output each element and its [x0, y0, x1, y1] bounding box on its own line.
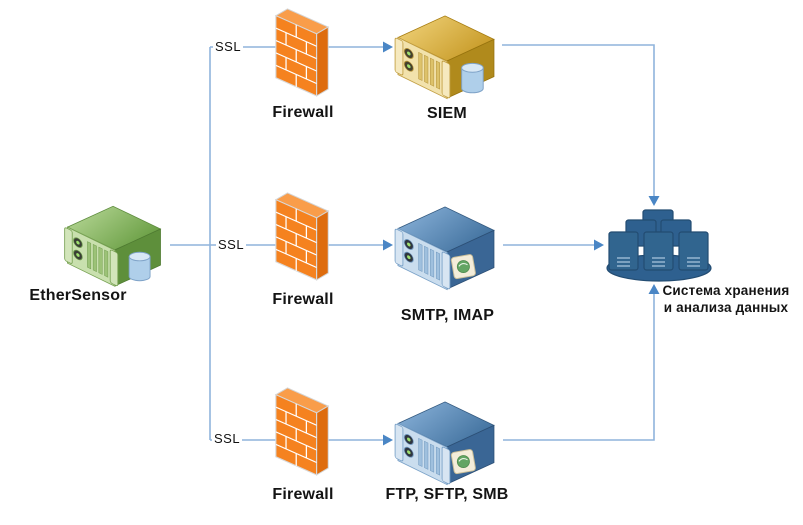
database-cylinder-icon [461, 62, 484, 94]
arrowhead-storage-bottom-icon [648, 284, 660, 294]
ssl-label-mid: SSL [216, 237, 247, 252]
ethersensor-label: EtherSensor [29, 287, 127, 304]
storage-label-line2: и анализа данных [663, 300, 789, 315]
smtp-imap-label: SMTP, IMAP [400, 307, 495, 324]
firewall-mid-label: Firewall [272, 291, 334, 308]
storage-cluster-icon [606, 209, 712, 282]
firewall-top-label: Firewall [272, 104, 334, 121]
arrowhead-into-siem-icon [383, 41, 393, 53]
ssl-label-top: SSL [213, 39, 244, 54]
arrowhead-into-smtp-icon [383, 239, 393, 251]
firewall-top-icon [274, 8, 330, 97]
arrowhead-storage-left-icon [594, 239, 604, 251]
firewall-bottom-icon [274, 387, 330, 476]
edge-siem-to-storage [502, 44, 655, 196]
ethersensor-server-icon [64, 205, 162, 288]
smtp-imap-server-icon [394, 206, 495, 291]
arrowhead-storage-top-icon [648, 196, 660, 206]
database-cylinder-icon [128, 251, 151, 282]
mail-badge-icon [450, 254, 476, 280]
mail-badge-icon [450, 449, 476, 475]
ftp-sftp-smb-server-icon [394, 401, 495, 486]
edge-ftp-to-storage [503, 294, 655, 441]
arrowhead-into-ftp-icon [383, 434, 393, 446]
storage-label: Система хранения и анализа данных [652, 282, 800, 316]
firewall-bottom-label: Firewall [272, 486, 334, 503]
firewall-mid-icon [274, 192, 330, 281]
storage-label-line1: Система хранения [662, 283, 790, 298]
ssl-label-bottom: SSL [212, 431, 243, 446]
siem-label: SIEM [427, 105, 467, 122]
ftp-sftp-smb-label: FTP, SFTP, SMB [385, 486, 509, 503]
siem-server-icon [394, 15, 495, 100]
